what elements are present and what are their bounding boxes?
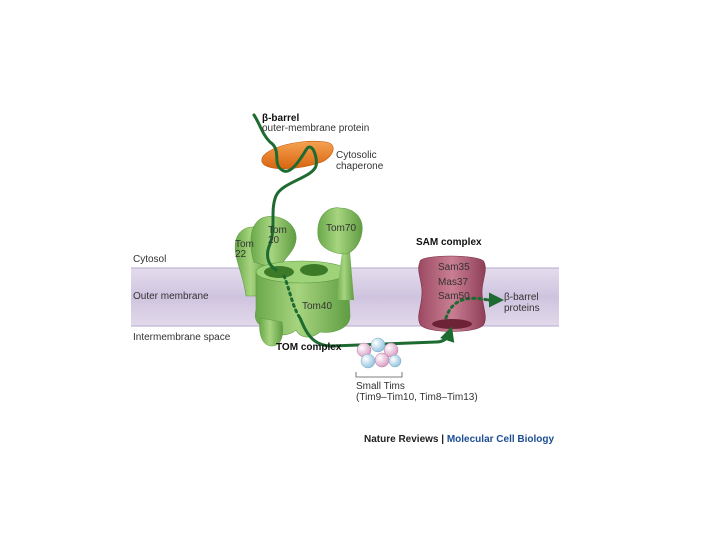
- journal-credit: Nature Reviews | Molecular Cell Biology: [364, 434, 555, 445]
- cytosol-label: Cytosol: [133, 254, 166, 265]
- tom40-label: Tom40: [302, 301, 332, 312]
- polypeptide-chain: [252, 113, 318, 272]
- chain-through-tom40: [282, 274, 302, 320]
- tom22-label-line2: 22: [235, 249, 247, 260]
- tom70-receptor: [317, 207, 363, 300]
- tom20-label-line2: 20: [268, 235, 280, 246]
- journal-separator: |: [438, 434, 446, 445]
- sam35-label: Sam35: [438, 262, 470, 273]
- beta-barrel-title-line1: β-barrel: [262, 113, 299, 124]
- beta-barrel-title-line2: outer-membrane protein: [262, 123, 369, 134]
- beta-barrel-proteins-line2: proteins: [504, 303, 540, 314]
- mas37-label: Mas37: [438, 277, 468, 288]
- sam-complex-label: SAM complex: [416, 237, 482, 248]
- tom70-label: Tom70: [326, 223, 356, 234]
- small-tims-line2: (Tim9–Tim10, Tim8–Tim13): [356, 392, 478, 403]
- tom20-label-line1: Tom: [268, 225, 287, 236]
- beta-barrel-proteins-line1: β-barrel: [504, 292, 539, 303]
- cytosolic-chaperone-line1: Cytosolic: [336, 150, 377, 161]
- sam50-label: Sam50: [438, 291, 470, 302]
- chain-through-sam: [444, 296, 490, 320]
- small-tims-line1: Small Tims: [356, 381, 405, 392]
- tom-complex-label: TOM complex: [276, 342, 342, 353]
- journal-left: Nature Reviews: [364, 434, 439, 445]
- cytosolic-chaperone-line2: chaperone: [336, 161, 384, 172]
- small-tims-cluster: [356, 337, 402, 369]
- tom20-receptor: [250, 216, 297, 271]
- small-tims-bracket: [355, 372, 403, 378]
- intermembrane-space-label: Intermembrane space: [133, 332, 231, 343]
- journal-right: Molecular Cell Biology: [447, 434, 555, 445]
- tom22-label-line1: Tom: [235, 239, 254, 250]
- outer-membrane-label: Outer membrane: [133, 291, 209, 302]
